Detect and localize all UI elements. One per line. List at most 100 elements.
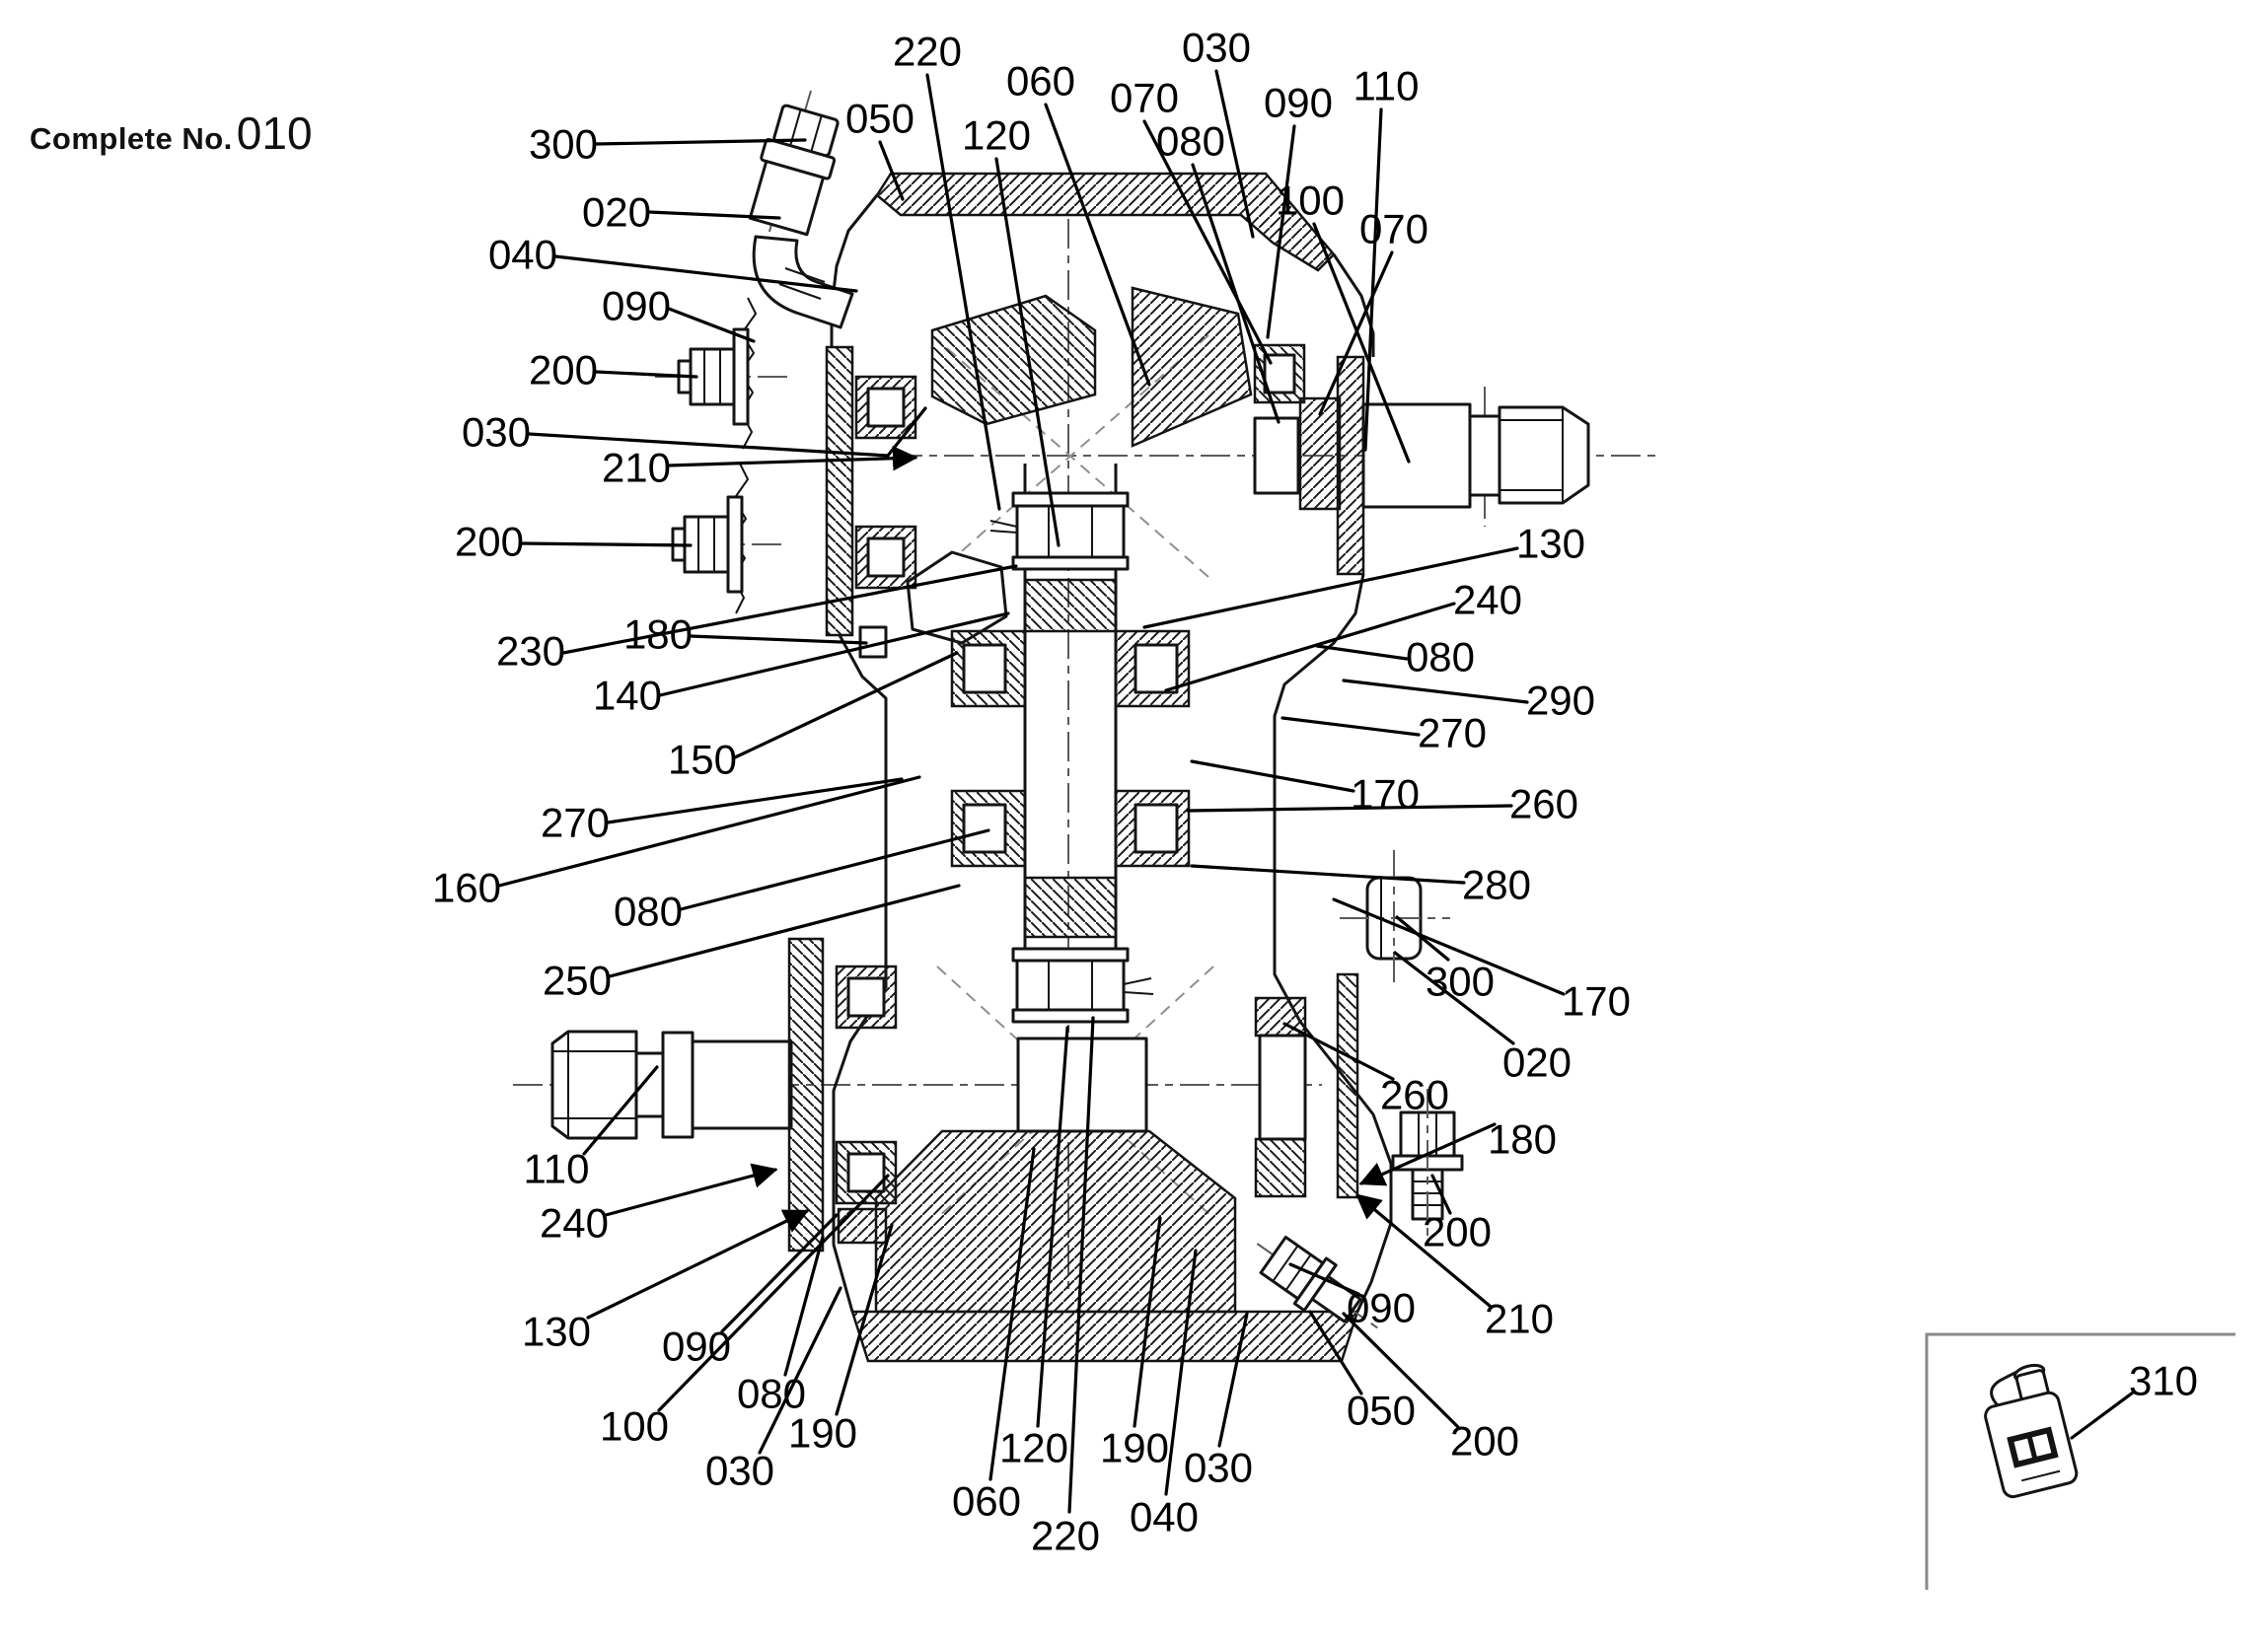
leader-line (1315, 644, 1409, 661)
leader-line (667, 307, 756, 343)
part-number-label: 120 (999, 1425, 1068, 1471)
part-number-label: 170 (1562, 978, 1631, 1025)
leader-line (1036, 1026, 1069, 1428)
leader-line (2070, 1391, 2135, 1440)
part-number-label: 270 (541, 800, 610, 846)
part-number-label: 030 (462, 409, 531, 456)
leader-line (582, 1065, 659, 1156)
leader-line (1164, 602, 1456, 692)
part-number-label: 030 (1184, 1445, 1253, 1491)
part-number-label: 300 (529, 121, 598, 168)
complete-no-label: Complete No. (30, 121, 233, 156)
leader-line (689, 634, 868, 645)
part-number-label: 130 (1516, 521, 1585, 567)
cotter-pin-upper (989, 520, 1018, 534)
housing-outline (825, 194, 1393, 1363)
leader-line (667, 445, 918, 471)
part-number-label: 100 (1276, 178, 1345, 224)
part-number-label: 270 (1418, 710, 1487, 756)
leader-line (1186, 804, 1513, 813)
part-number-label: 280 (1462, 862, 1531, 908)
bottom-plate (850, 1310, 1359, 1363)
part-number-label: 110 (524, 1146, 590, 1192)
leader-line (608, 884, 961, 978)
leader-line (758, 1286, 842, 1455)
part-number-label: 210 (602, 445, 671, 491)
part-number-label: 050 (1347, 1388, 1416, 1434)
part-number-label: 160 (432, 865, 501, 911)
leader-line (1282, 1022, 1395, 1081)
reference-box (1925, 1332, 2235, 1590)
complete-no: Complete No. 010 (30, 107, 313, 160)
part-number-label: 220 (893, 29, 962, 75)
leader-line (497, 775, 921, 888)
part-number-label: 090 (602, 283, 671, 329)
left-output-shaft (550, 937, 898, 1252)
part-number-label: 060 (1006, 58, 1075, 105)
pinion-bearing-inner (1298, 396, 1342, 511)
part-number-label: 240 (540, 1200, 609, 1247)
corner-bolt (1256, 1235, 1381, 1330)
leader-line (1142, 119, 1273, 365)
cotter-pin-lower (1123, 977, 1154, 995)
part-number-label: 260 (1509, 781, 1578, 827)
part-number-label: 080 (1156, 118, 1225, 165)
leader-line (1190, 759, 1355, 793)
leader-line (783, 1235, 825, 1377)
part-number-label: 200 (1423, 1209, 1492, 1255)
part-number-label: 200 (1450, 1418, 1519, 1465)
leader-line (520, 541, 693, 547)
part-number-label: 020 (582, 189, 651, 236)
leader-line (1355, 1193, 1492, 1308)
leader-line (1217, 1312, 1249, 1448)
leader-line (878, 140, 905, 201)
leader-line (1430, 1174, 1452, 1215)
part-number-label: 200 (529, 347, 598, 394)
leader-line (925, 73, 1001, 511)
leader-line (988, 1147, 1036, 1481)
ring-gear-section (930, 294, 1097, 426)
leader-line (835, 1223, 894, 1416)
part-number-label: 300 (1426, 959, 1495, 1005)
part-number-label: 230 (496, 628, 565, 675)
spline-hub-lower (1023, 876, 1118, 939)
leader-line (586, 1209, 810, 1320)
leader-line (1393, 951, 1515, 1045)
bottom-bevel-gear (874, 996, 1307, 1314)
part-number-label: 030 (1182, 25, 1251, 71)
leader-line (647, 210, 781, 220)
leader-line (1342, 679, 1529, 704)
left-bearing-flange (825, 345, 854, 637)
part-number-label: 200 (455, 519, 524, 565)
part-number-label: 080 (1406, 634, 1475, 680)
part-number-label: 040 (488, 232, 557, 278)
leader-line (657, 1174, 890, 1412)
part-number-label: 020 (1502, 1039, 1572, 1086)
right-bearing-flange (1336, 355, 1365, 576)
upper-washer (1011, 491, 1130, 508)
leader-line (1318, 250, 1394, 416)
right-lower-flange (1336, 972, 1359, 1199)
leader-line (1358, 1122, 1497, 1186)
left-hub-flange (787, 937, 825, 1252)
spline-hub-upper (1023, 578, 1118, 633)
part-number-label: 260 (1380, 1072, 1449, 1118)
leader-line (1044, 103, 1151, 387)
leader-line (604, 1163, 778, 1217)
part-number-label: 140 (593, 673, 662, 719)
part-number-label: 040 (1130, 1494, 1199, 1540)
part-number-label: 080 (614, 889, 683, 935)
leader-line (1363, 107, 1383, 452)
part-number-label: 060 (952, 1478, 1021, 1525)
part-number-label: 070 (1110, 75, 1179, 121)
part-number-label: 070 (1359, 206, 1428, 252)
leader-line (1142, 546, 1519, 629)
part-number-label: 190 (1100, 1425, 1169, 1471)
part-number-label: 100 (600, 1403, 669, 1450)
leader-line (1133, 1216, 1162, 1428)
part-number-label: 190 (788, 1410, 857, 1457)
lower-castle-nut (1015, 959, 1126, 1012)
part-number-label: 030 (705, 1448, 774, 1494)
